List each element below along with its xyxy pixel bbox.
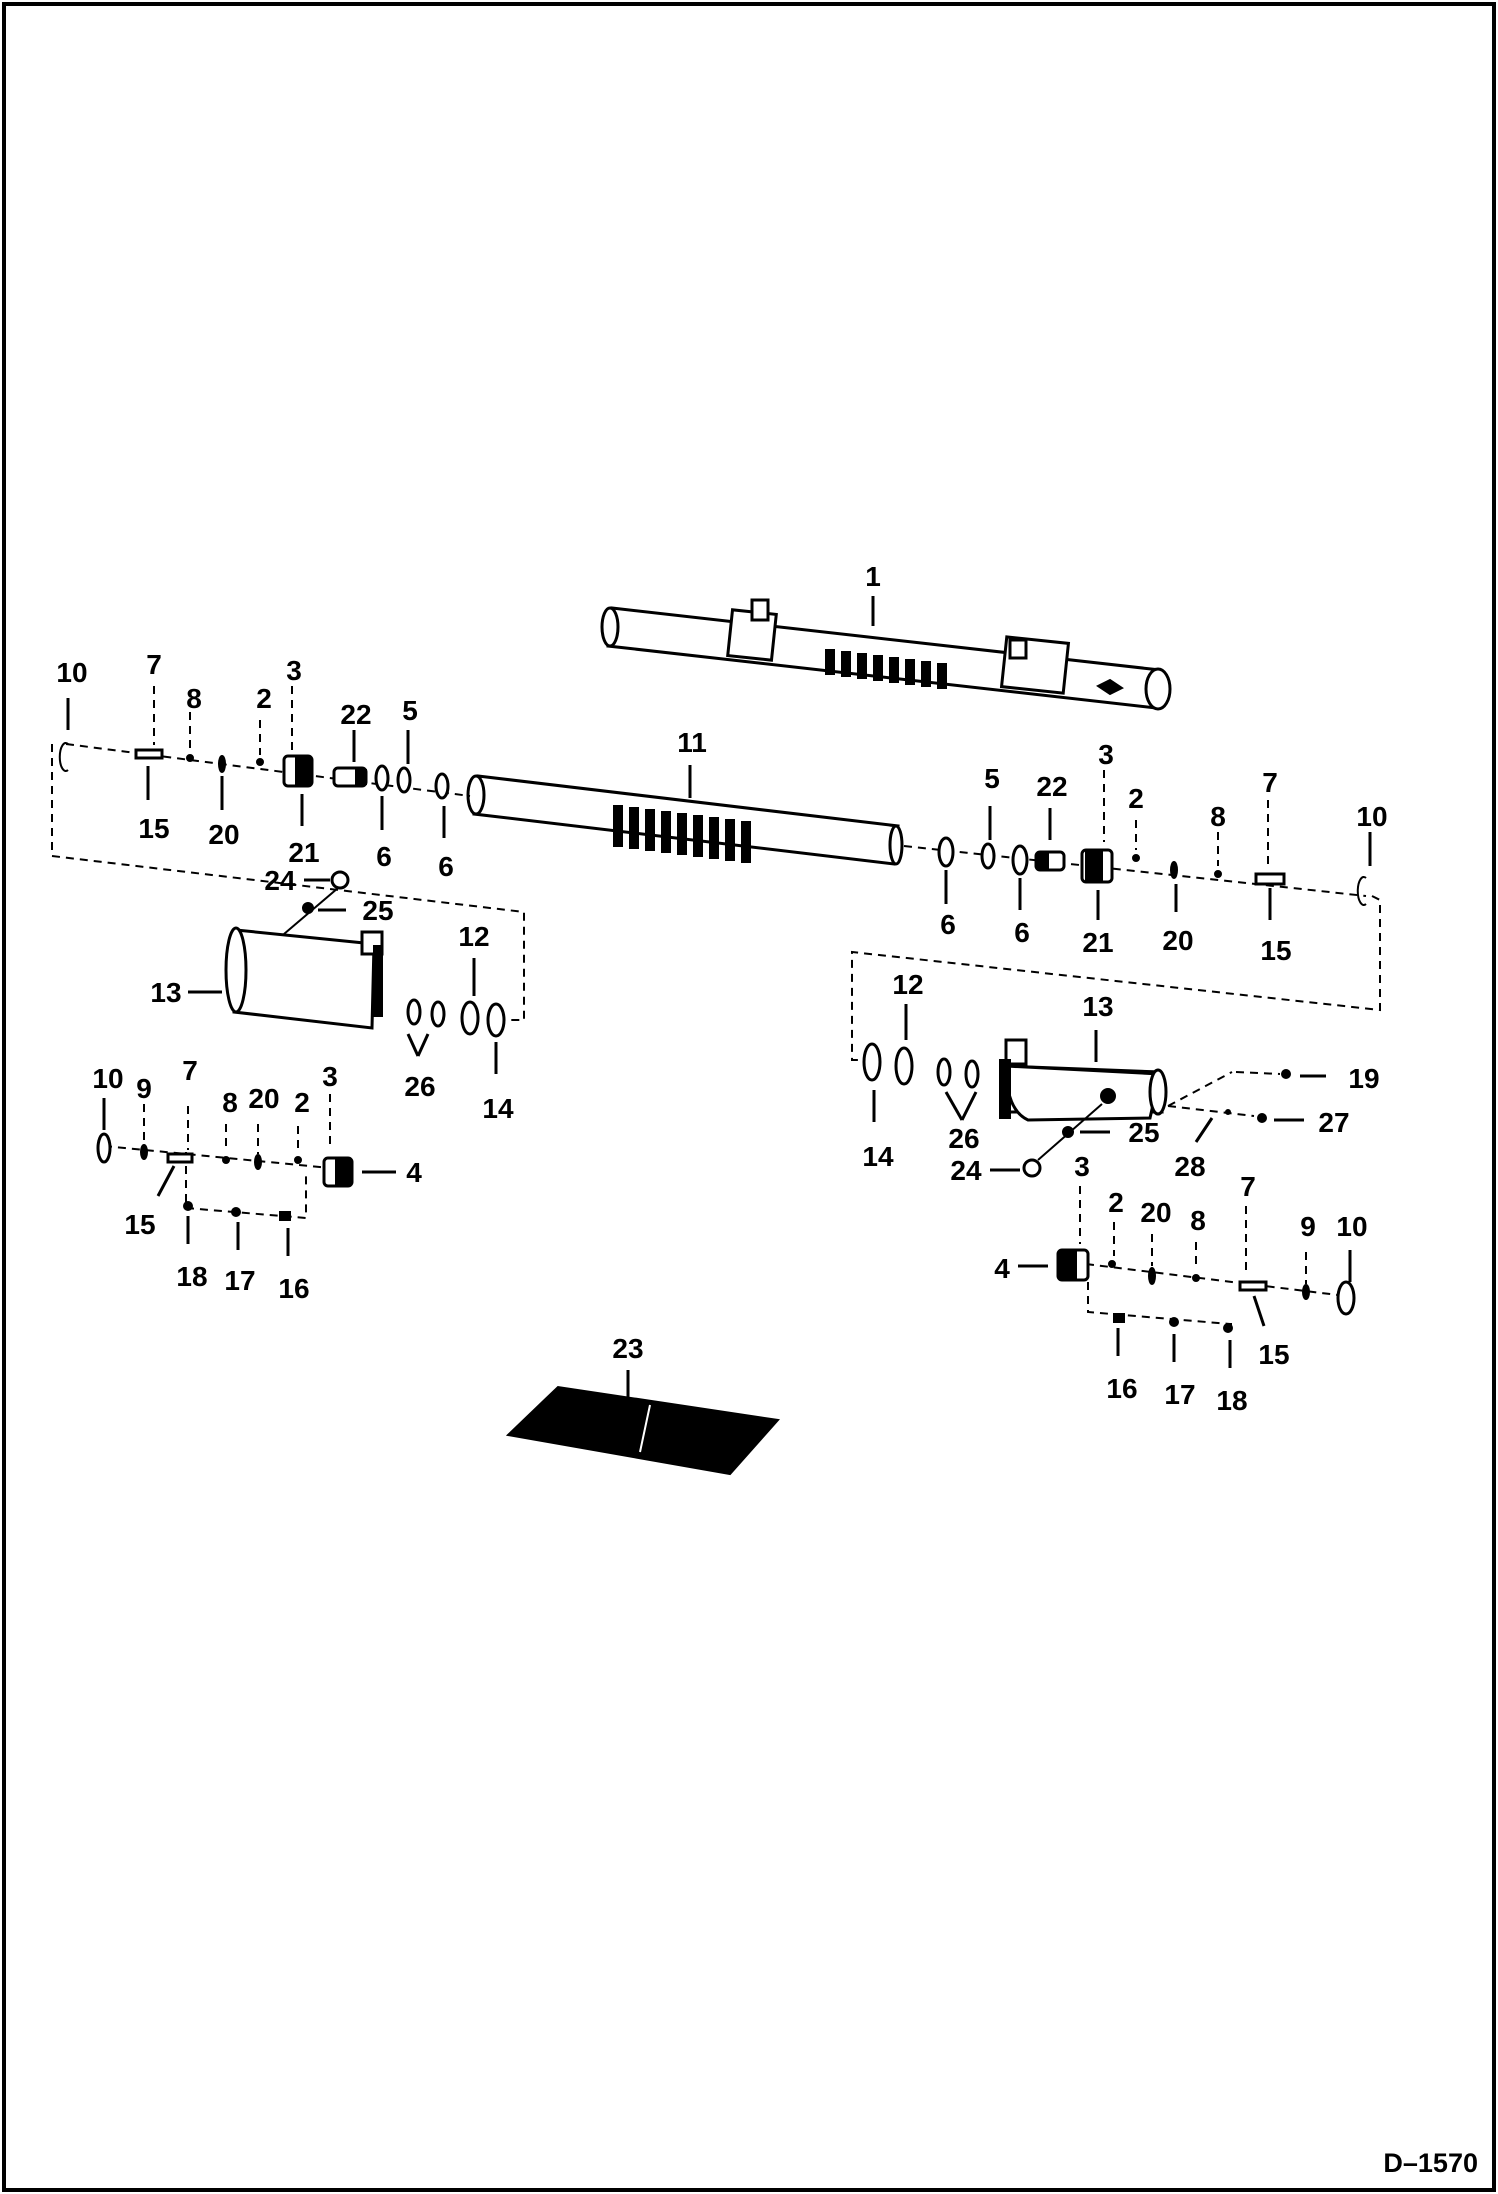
callout-2-left: 2: [256, 683, 272, 714]
figure-id: D–1570: [1383, 2148, 1478, 2178]
callout-25-right: 25: [1128, 1117, 1159, 1148]
callout-21-left: 21: [288, 837, 319, 868]
callout-13-right: 13: [1082, 991, 1113, 1022]
callout-20-right: 20: [1162, 925, 1193, 956]
callout-3-right: 3: [1098, 739, 1114, 770]
callout-21-right: 21: [1082, 927, 1113, 958]
callout-8-left: 8: [186, 683, 202, 714]
callout-2-lower-left: 2: [294, 1087, 310, 1118]
callout-10-right: 10: [1356, 801, 1387, 832]
callout-11: 11: [677, 727, 707, 758]
callout-1: 1: [865, 561, 881, 592]
callout-27-right: 27: [1318, 1107, 1349, 1138]
callout-10-lower-left: 10: [92, 1063, 123, 1094]
callout-10-lower-right: 10: [1336, 1211, 1367, 1242]
right-cylinder-part: [999, 1038, 1168, 1122]
callout-3-lower-left: 3: [322, 1061, 338, 1092]
callout-7-left: 7: [146, 649, 162, 680]
callout-6b-right: 6: [1014, 917, 1030, 948]
callout-3-lower-right: 3: [1074, 1151, 1090, 1182]
right-upper-axis: [903, 845, 1367, 897]
callout-16-lower-left: 16: [278, 1273, 309, 1304]
callout-12-right: 12: [892, 969, 923, 1000]
callout-13-left: 13: [150, 977, 181, 1008]
callout-4-lower-left: 4: [406, 1157, 422, 1188]
callout-15-right: 15: [1260, 935, 1291, 966]
callout-20-lower-left: 20: [248, 1083, 279, 1114]
rack-teeth: [825, 649, 947, 689]
callout-9-lower-left: 9: [136, 1073, 152, 1104]
callout-3-left: 3: [286, 655, 302, 686]
left-cylinder-part: [224, 926, 384, 1030]
callout-6a-left: 6: [376, 841, 392, 872]
callout-26-left: 26: [404, 1071, 435, 1102]
callout-2-lower-right: 2: [1108, 1187, 1124, 1218]
pad-part: [505, 1385, 780, 1476]
callout-8-right: 8: [1210, 801, 1226, 832]
callout-26-right: 26: [948, 1123, 979, 1154]
callout-8-lower-left: 8: [222, 1087, 238, 1118]
callout-22-right: 22: [1036, 771, 1067, 802]
callout-24-left: 24: [264, 865, 296, 896]
callout-19-right: 19: [1348, 1063, 1379, 1094]
callout-18-lower-right: 18: [1216, 1385, 1247, 1416]
callout-20-left: 20: [208, 819, 239, 850]
piston-rod-part: [466, 774, 904, 866]
callout-7-right: 7: [1262, 767, 1278, 798]
callout-24-right: 24: [950, 1155, 982, 1186]
callout-5-right: 5: [984, 763, 1000, 794]
callout-22-left: 22: [340, 699, 371, 730]
callout-28-right: 28: [1174, 1151, 1205, 1182]
rod-teeth: [613, 805, 751, 863]
callout-5-left: 5: [402, 695, 418, 726]
callout-15-lower-left: 15: [124, 1209, 155, 1240]
callout-20-lower-right: 20: [1140, 1197, 1171, 1228]
callout-9-lower-right: 9: [1300, 1211, 1316, 1242]
callout-15-left: 15: [138, 813, 169, 844]
callout-4-lower-right: 4: [994, 1253, 1010, 1284]
callout-6b-left: 6: [438, 851, 454, 882]
callout-10-left: 10: [56, 657, 87, 688]
callout-7-lower-right: 7: [1240, 1171, 1256, 1202]
callout-16-lower-right: 16: [1106, 1373, 1137, 1404]
callout-12-left: 12: [458, 921, 489, 952]
left-upper-bracket: [51, 744, 525, 1021]
callout-17-lower-left: 17: [224, 1265, 255, 1296]
callout-8-lower-right: 8: [1190, 1205, 1206, 1236]
rack-housing-part: [600, 598, 1172, 711]
callout-2-right: 2: [1128, 783, 1144, 814]
left-lower-axis: [103, 1145, 331, 1169]
callout-14-left: 14: [482, 1093, 514, 1124]
callout-25-left: 25: [362, 895, 393, 926]
callout-15-lower-right: 15: [1258, 1339, 1289, 1370]
right-lower-axis: [1085, 1263, 1347, 1297]
callout-7-lower-left: 7: [182, 1055, 198, 1086]
callout-14-right: 14: [862, 1141, 894, 1172]
callout-23: 23: [612, 1333, 643, 1364]
callout-17-lower-right: 17: [1164, 1379, 1195, 1410]
callout-18-lower-left: 18: [176, 1261, 207, 1292]
right-upper-bracket: [851, 895, 1381, 1061]
callout-6a-right: 6: [940, 909, 956, 940]
